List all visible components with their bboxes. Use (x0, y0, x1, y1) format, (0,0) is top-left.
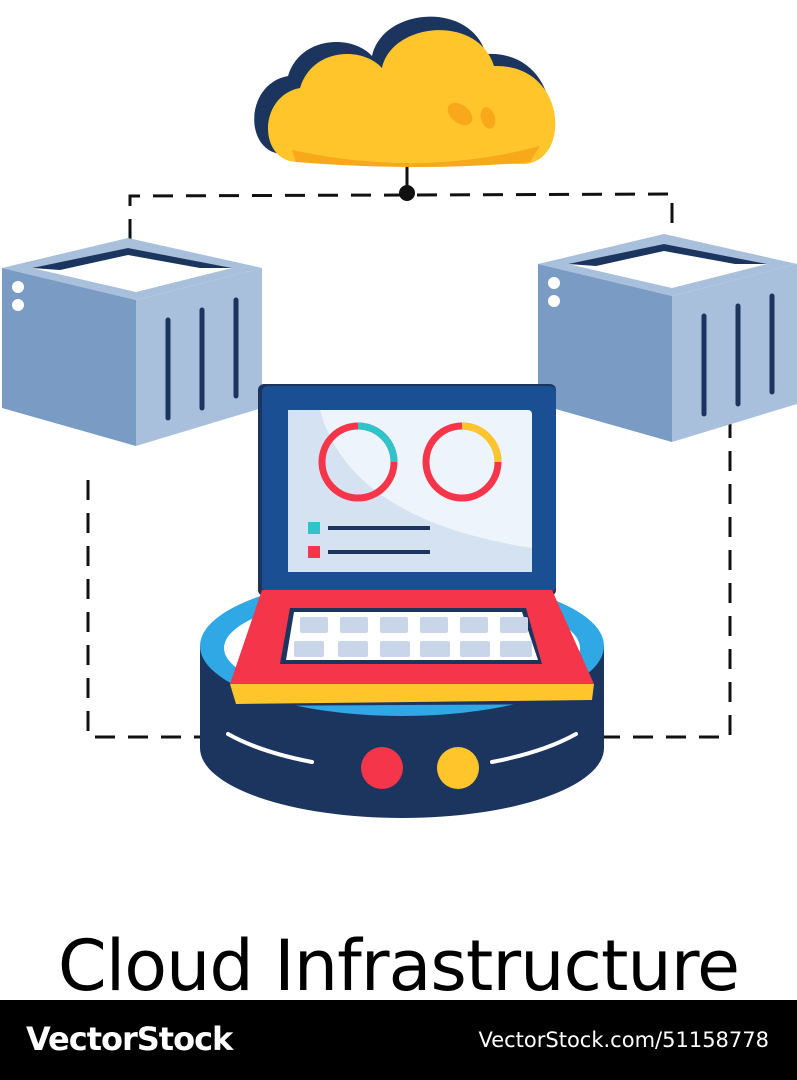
cloud-infrastructure-illustration (2, 16, 797, 818)
keyboard-icon (294, 617, 532, 657)
cloud-icon (254, 16, 556, 167)
network-node-dot (399, 185, 415, 201)
laptop-icon (230, 384, 594, 706)
donut-chart-icon (318, 422, 398, 502)
footer-bar: VectorStock VectorStock.com/51158778 (0, 1000, 797, 1080)
brand-logo: VectorStock (26, 1020, 233, 1058)
server-icon (538, 234, 797, 442)
server-icon (2, 238, 262, 446)
donut-chart-icon (422, 422, 502, 502)
page-title: Cloud Infrastructure (57, 925, 740, 1007)
stock-url-label: VectorStock.com/51158778 (478, 1028, 769, 1052)
